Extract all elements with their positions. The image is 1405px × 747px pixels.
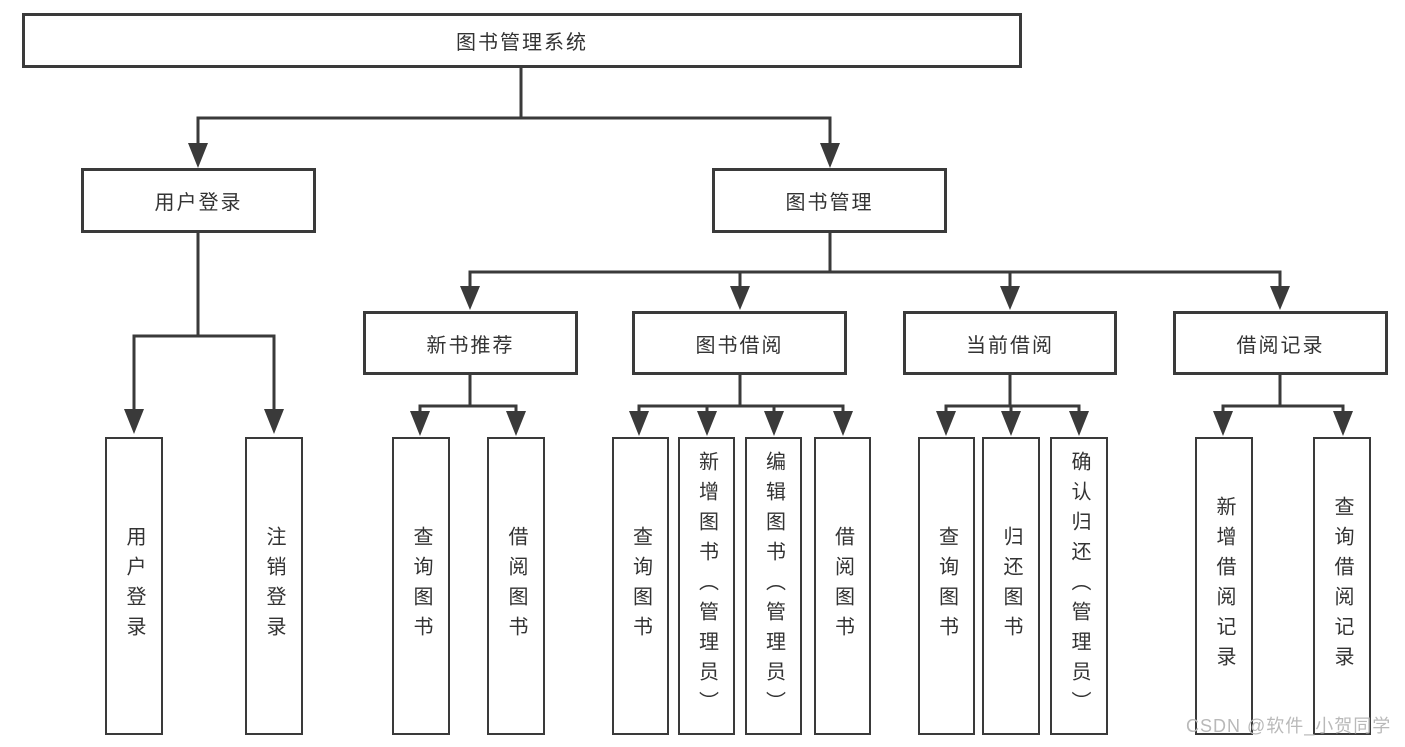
leaf-label: 借阅图书 <box>505 526 527 646</box>
node-label: 图书管理 <box>785 192 874 214</box>
leaf-confirm-return-admin: 确认归还（管理员） <box>1050 437 1108 735</box>
node-label: 新书推荐 <box>426 334 515 357</box>
node-new-book-recommendation: 新书推荐 <box>363 311 578 375</box>
leaf-user-login: 用户登录 <box>105 437 163 735</box>
leaf-edit-books-admin: 编辑图书（管理员） <box>745 437 802 735</box>
leaf-query-books-recommend: 查询图书 <box>392 437 450 735</box>
node-book-management: 图书管理 <box>712 168 947 233</box>
leaf-label: 借阅图书 <box>831 526 854 646</box>
node-current-borrowing: 当前借阅 <box>903 311 1117 375</box>
node-library-management-system: 图书管理系统 <box>22 13 1022 68</box>
leaf-label: 新增图书（管理员） <box>695 451 718 721</box>
leaf-label: 注销登录 <box>263 526 285 646</box>
leaf-label: 用户登录 <box>123 526 145 646</box>
leaf-label: 查询图书 <box>629 526 652 646</box>
leaf-add-books-admin: 新增图书（管理员） <box>678 437 735 735</box>
node-label: 当前借阅 <box>966 334 1054 357</box>
leaf-label: 新增借阅记录 <box>1213 496 1235 676</box>
csdn-watermark: CSDN @软件_小贺同学 <box>1186 716 1392 736</box>
leaf-logout: 注销登录 <box>245 437 303 735</box>
leaf-label: 归还图书 <box>1000 526 1022 646</box>
node-label: 用户登录 <box>154 192 243 214</box>
leaf-borrow-books: 借阅图书 <box>814 437 871 735</box>
node-label: 图书借阅 <box>695 334 784 357</box>
leaf-query-books-current: 查询图书 <box>918 437 975 735</box>
leaf-label: 确认归还（管理员） <box>1068 451 1090 721</box>
node-borrowing-records: 借阅记录 <box>1173 311 1388 375</box>
leaf-label: 编辑图书（管理员） <box>762 451 785 721</box>
leaf-label: 查询图书 <box>410 526 432 646</box>
leaf-label: 查询图书 <box>935 526 958 646</box>
node-label: 借阅记录 <box>1236 334 1325 357</box>
leaf-query-borrow-record: 查询借阅记录 <box>1313 437 1371 735</box>
leaf-borrow-books-recommend: 借阅图书 <box>487 437 545 735</box>
node-book-borrowing: 图书借阅 <box>632 311 847 375</box>
leaf-return-books: 归还图书 <box>982 437 1040 735</box>
leaf-label: 查询借阅记录 <box>1331 496 1353 676</box>
leaf-query-books-borrow: 查询图书 <box>612 437 669 735</box>
node-label: 图书管理系统 <box>456 32 588 54</box>
leaf-add-borrow-record: 新增借阅记录 <box>1195 437 1253 735</box>
node-user-login: 用户登录 <box>81 168 316 233</box>
